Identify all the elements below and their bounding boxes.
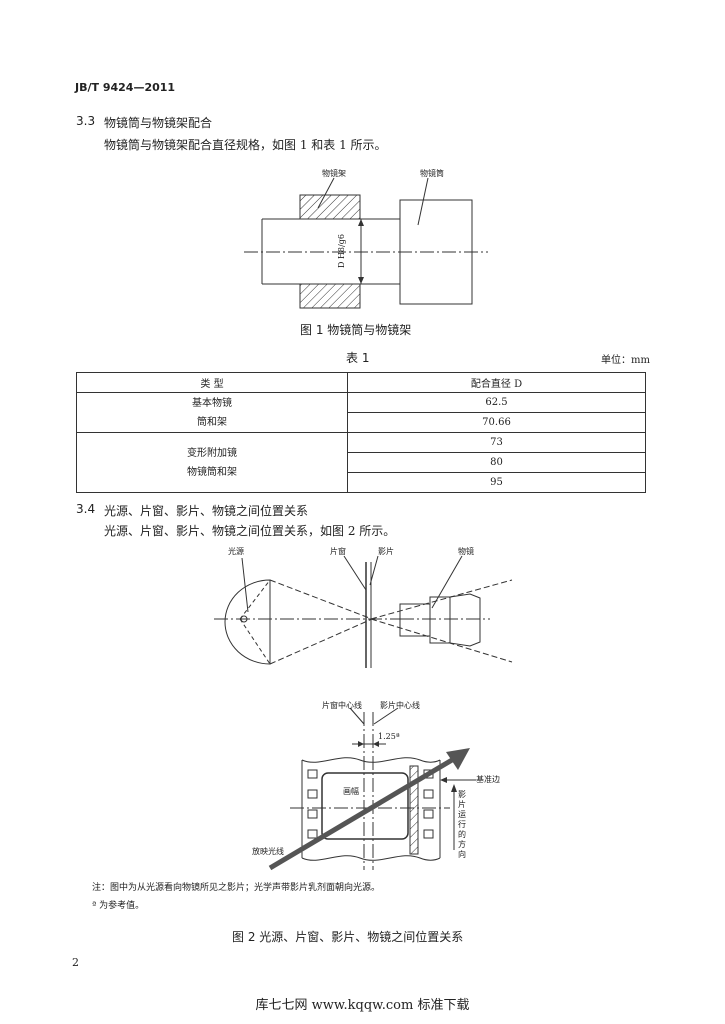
table-header-row: 类 型 配合直径 D <box>76 372 646 393</box>
section-3-4-text: 光源、片窗、影片、物镜之间位置关系，如图 2 所示。 <box>104 524 396 538</box>
label-film: 影片 <box>378 547 394 556</box>
section-3-3-title: 物镜筒与物镜架配合 <box>104 116 213 130</box>
frame-bottom-hatch <box>299 283 361 309</box>
value-cell: 95 <box>347 472 646 493</box>
label-offset: 1.25ª <box>378 732 400 741</box>
document-code: JB/T 9424—2011 <box>75 81 176 94</box>
page-number: 2 <box>72 956 79 969</box>
label-film-centerline: 影片中心线 <box>380 701 420 710</box>
table-row: 95 <box>77 472 646 493</box>
label-reference-edge: 基准边 <box>476 775 500 784</box>
table-row: 变形附加镜 物镜筒和架 73 <box>76 432 646 493</box>
section-3-4-number: 3.4 <box>76 502 96 516</box>
table-row: 基本物镜 筒和架 62.5 <box>76 392 646 433</box>
table-1-title: 表 1 <box>346 351 370 365</box>
label-gate-centerline: 片窗中心线 <box>322 701 362 710</box>
footer-watermark: 库七七网 www.kqqw.com 标准下载 <box>255 998 470 1013</box>
figure-2-note-a: ª 为参考值。 <box>92 901 145 911</box>
section-3-4-title: 光源、片窗、影片、物镜之间位置关系 <box>104 504 309 518</box>
section-3-3-text: 物镜筒与物镜架配合直径规格，如图 1 和表 1 所示。 <box>104 138 387 152</box>
label-tube: 物镜筒 <box>420 169 444 178</box>
section-3-3-number: 3.3 <box>76 114 96 128</box>
label-lens: 物镜 <box>458 547 474 556</box>
type-cell-anamorphic: 变形附加镜 物镜筒和架 <box>76 432 348 493</box>
figure-2-caption: 图 2 光源、片窗、影片、物镜之间位置关系 <box>232 930 464 944</box>
label-frame: 物镜架 <box>322 169 346 178</box>
table-1: 类 型 配合直径 D 基本物镜 筒和架 62.5 70.66 变形附加镜 物镜筒… <box>76 372 646 493</box>
label-film-direction: 影片运行的方向 <box>458 790 466 859</box>
label-projection-beam: 放映光线 <box>252 847 284 856</box>
figure-2-note: 注：图中为从光源看向物镜所见之影片；光学声带影片乳剂面朝向光源。 <box>92 883 381 893</box>
frame-top-hatch <box>299 194 361 220</box>
label-frame: 画幅 <box>343 787 359 796</box>
label-gate: 片窗 <box>330 547 346 556</box>
type-cell-basic: 基本物镜 筒和架 <box>76 392 348 433</box>
label-light-source: 光源 <box>228 547 244 556</box>
figure-1-caption: 图 1 物镜筒与物镜架 <box>300 323 412 337</box>
table-1-unit: 单位：mm <box>601 355 650 366</box>
